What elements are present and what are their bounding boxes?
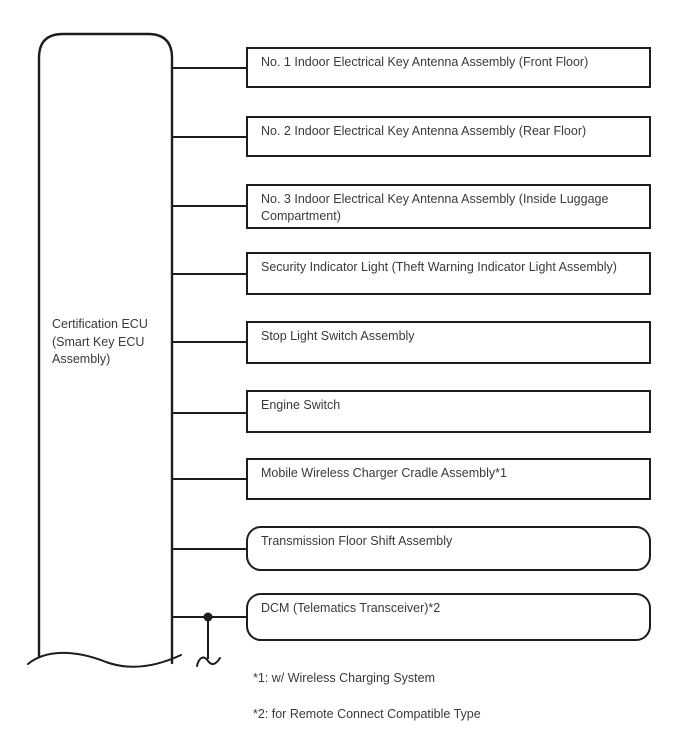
footnote-remote-connect: *2: for Remote Connect Compatible Type — [253, 707, 481, 721]
box-engine-switch: Engine Switch — [246, 390, 651, 433]
ecu-box-outline — [37, 32, 174, 665]
wire-break-squiggle-icon — [196, 656, 221, 667]
box-wireless-charger-cradle: Mobile Wireless Charger Cradle Assembly*… — [246, 458, 651, 500]
box-no2-indoor-key-antenna: No. 2 Indoor Electrical Key Antenna Asse… — [246, 116, 651, 157]
box-no3-indoor-key-antenna: No. 3 Indoor Electrical Key Antenna Asse… — [246, 184, 651, 229]
box-label: No. 1 Indoor Electrical Key Antenna Asse… — [261, 55, 589, 69]
ecu-label: Certification ECU (Smart Key ECU Assembl… — [52, 317, 148, 366]
box-label: No. 2 Indoor Electrical Key Antenna Asse… — [261, 124, 587, 138]
box-transmission-floor-shift: Transmission Floor Shift Assembly — [246, 526, 651, 571]
box-label: No. 3 Indoor Electrical Key Antenna Asse… — [261, 192, 609, 223]
box-label: DCM (Telematics Transceiver)*2 — [261, 601, 441, 615]
box-no1-indoor-key-antenna: No. 1 Indoor Electrical Key Antenna Asse… — [246, 47, 651, 88]
box-label: Transmission Floor Shift Assembly — [261, 534, 453, 548]
box-label: Stop Light Switch Assembly — [261, 329, 415, 343]
box-label: Mobile Wireless Charger Cradle Assembly*… — [261, 466, 507, 480]
box-stop-light-switch: Stop Light Switch Assembly — [246, 321, 651, 364]
break-wave-icon — [27, 651, 182, 668]
footnote-wireless-charging: *1: w/ Wireless Charging System — [253, 671, 436, 685]
box-label: Engine Switch — [261, 398, 341, 412]
box-dcm-telematics: DCM (Telematics Transceiver)*2 — [246, 593, 651, 641]
box-security-indicator-light: Security Indicator Light (Theft Warning … — [246, 252, 651, 295]
box-label: Security Indicator Light (Theft Warning … — [261, 260, 617, 274]
